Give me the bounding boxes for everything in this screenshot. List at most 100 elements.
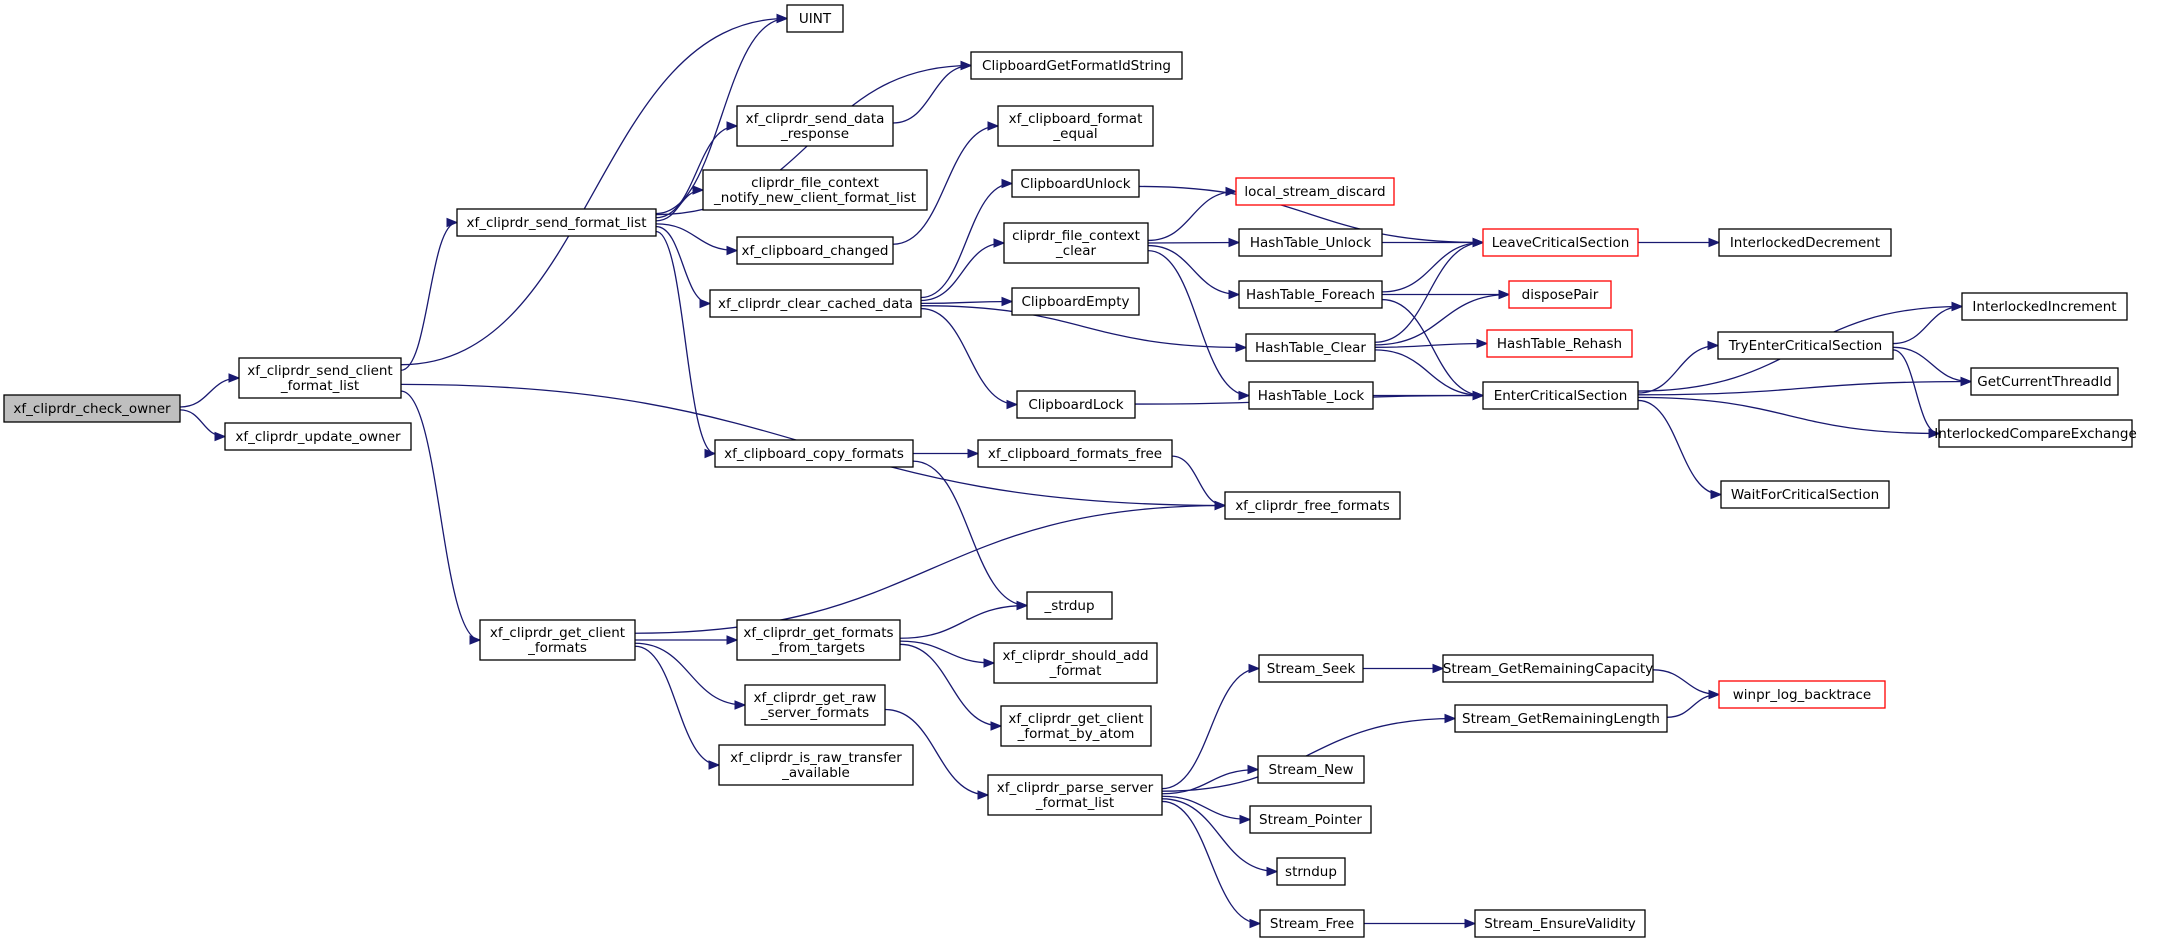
node-stream_new[interactable]: Stream_New (1257, 755, 1365, 784)
node-cb_lock[interactable]: ClipboardLock (1016, 390, 1136, 419)
node-dispose_pair[interactable]: disposePair (1508, 280, 1612, 309)
edge-file_ctx_clear-to-ht_lock (1147, 249, 1251, 401)
node-label: ClipboardGetFormatIdString (982, 58, 1171, 74)
node-cb_formats_free[interactable]: xf_clipboard_formats_free (977, 439, 1173, 468)
arrowhead (1247, 764, 1260, 775)
arrowhead (726, 635, 739, 645)
node-label: _format_list (1035, 795, 1114, 811)
node-get_current_thread_id[interactable]: GetCurrentThreadId (1970, 367, 2119, 396)
node-send_data_response[interactable]: xf_cliprdr_send_data_response (736, 105, 894, 147)
node-label: InterlockedIncrement (1972, 299, 2116, 315)
node-send_client_format_list[interactable]: xf_cliprdr_send_client_format_list (238, 357, 402, 399)
arrowhead (1708, 237, 1721, 248)
node-cb_unlock[interactable]: ClipboardUnlock (1011, 169, 1140, 198)
node-enter_cs[interactable]: EnterCriticalSection (1482, 381, 1639, 410)
node-free_formats[interactable]: xf_cliprdr_free_formats (1224, 491, 1401, 520)
arrowhead (726, 121, 739, 131)
node-stream_seek[interactable]: Stream_Seek (1258, 654, 1364, 683)
nodes: xf_cliprdr_check_owner xf_cliprdr_send_cl… (3, 4, 2137, 938)
edge-cb_copy_formats-to-cb_formats_free (912, 448, 980, 459)
edge-ht_clear-to-ht_rehash (1374, 338, 1489, 349)
node-label: _equal (1052, 126, 1097, 142)
edge-send_client_format_list-to-send_format_list (400, 217, 459, 371)
node-ht_lock[interactable]: HashTable_Lock (1248, 381, 1374, 410)
node-ht_rehash[interactable]: HashTable_Rehash (1486, 329, 1633, 358)
node-parse_server_format_list[interactable]: xf_cliprdr_parse_server_format_list (987, 774, 1163, 816)
node-get_formats_from_targets[interactable]: xf_cliprdr_get_formats_from_targets (736, 619, 901, 661)
node-label: xf_cliprdr_send_data (746, 111, 885, 127)
node-label: xf_cliprdr_should_add (1002, 648, 1148, 664)
node-stream_free[interactable]: Stream_Free (1259, 909, 1365, 938)
node-file_ctx_notify[interactable]: cliprdr_file_context_notify_new_client_f… (702, 169, 928, 211)
edge-get_formats_from_targets-to-should_add_format (899, 640, 996, 668)
node-stream_ensure_validity[interactable]: Stream_EnsureValidity (1474, 909, 1646, 938)
node-label: _format_by_atom (1017, 726, 1135, 742)
node-label: cliprdr_file_context (1012, 228, 1140, 244)
arrowhead (1476, 338, 1489, 349)
node-box (1970, 367, 2119, 396)
node-interlocked_dec[interactable]: InterlockedDecrement (1718, 228, 1892, 257)
node-cb_empty[interactable]: ClipboardEmpty (1011, 287, 1140, 316)
node-update_owner[interactable]: xf_cliprdr_update_owner (224, 422, 412, 451)
node-strdup[interactable]: _strdup (1026, 591, 1113, 620)
edge-check_owner-to-update_owner (179, 409, 227, 442)
node-label: ClipboardLock (1028, 397, 1123, 413)
node-label: xf_cliprdr_get_raw (754, 690, 877, 706)
node-uint[interactable]: UINT (786, 4, 844, 33)
node-ht_unlock[interactable]: HashTable_Unlock (1238, 228, 1383, 257)
edge-parse_server_format_list-to-strndup (1161, 798, 1279, 877)
node-check_owner[interactable]: xf_cliprdr_check_owner (3, 394, 181, 423)
node-label: _response (780, 126, 849, 142)
node-wait_for_cs[interactable]: WaitForCriticalSection (1720, 480, 1890, 509)
node-try_enter_cs[interactable]: TryEnterCriticalSection (1717, 331, 1894, 360)
edge-ht_foreach-to-dispose_pair (1382, 289, 1511, 300)
node-get_client_formats[interactable]: xf_cliprdr_get_client_formats (479, 619, 636, 661)
node-cb_changed[interactable]: xf_clipboard_changed (736, 236, 894, 265)
node-winpr_log_backtrace[interactable]: winpr_log_backtrace (1718, 680, 1886, 709)
node-box (709, 289, 922, 318)
node-local_stream_discard[interactable]: local_stream_discard (1235, 177, 1395, 206)
node-label: _from_targets (771, 640, 865, 656)
node-label: Stream_Free (1270, 916, 1354, 932)
node-label: ClipboardEmpty (1021, 294, 1129, 310)
node-should_add_format[interactable]: xf_cliprdr_should_add_format (993, 642, 1158, 684)
node-stream_get_remaining_capacity[interactable]: Stream_GetRemainingCapacity (1442, 654, 1654, 683)
edge-parse_server_format_list-to-stream_free (1161, 800, 1262, 929)
arrowhead (1225, 186, 1238, 197)
edge-get_formats_from_targets-to-strdup (899, 600, 1029, 639)
arrowhead (1708, 689, 1721, 700)
arrowhead (1472, 390, 1485, 401)
node-interlocked_cmpxchg[interactable]: InterlockedCompareExchange (1934, 419, 2137, 448)
node-label: InterlockedCompareExchange (1934, 426, 2137, 442)
node-box (238, 357, 402, 399)
node-stream_get_remaining_length[interactable]: Stream_GetRemainingLength (1454, 704, 1668, 733)
node-cb_format_equal[interactable]: xf_clipboard_format_equal (997, 105, 1154, 147)
node-box (744, 684, 886, 726)
node-ht_foreach[interactable]: HashTable_Foreach (1238, 280, 1383, 309)
node-cb_get_format_id_string[interactable]: ClipboardGetFormatIdString (970, 51, 1183, 80)
node-interlocked_inc[interactable]: InterlockedIncrement (1961, 292, 2128, 321)
node-file_ctx_clear[interactable]: cliprdr_file_context_clear (1003, 222, 1149, 264)
node-box (977, 439, 1173, 468)
node-get_raw_server_formats[interactable]: xf_cliprdr_get_raw_server_formats (744, 684, 886, 726)
node-cb_copy_formats[interactable]: xf_clipboard_copy_formats (714, 439, 914, 468)
node-label: _available (781, 765, 850, 781)
arrowhead (1472, 237, 1485, 248)
arrowhead (704, 448, 717, 459)
node-leave_cs[interactable]: LeaveCriticalSection (1482, 228, 1639, 257)
node-is_raw_transfer_available[interactable]: xf_cliprdr_is_raw_transfer_available (718, 744, 914, 786)
node-strndup[interactable]: strndup (1276, 857, 1346, 886)
node-get_client_format_by_atom[interactable]: xf_cliprdr_get_client_format_by_atom (1000, 705, 1152, 747)
arrowhead (993, 238, 1006, 248)
node-clear_cached_data[interactable]: xf_cliprdr_clear_cached_data (709, 289, 922, 318)
node-label: xf_cliprdr_send_format_list (466, 215, 646, 231)
node-send_format_list[interactable]: xf_cliprdr_send_format_list (456, 208, 657, 237)
node-label: _clear (1055, 243, 1097, 259)
node-box (1000, 705, 1152, 747)
node-stream_pointer[interactable]: Stream_Pointer (1249, 805, 1372, 834)
node-label: disposePair (1522, 287, 1599, 303)
arrowhead (987, 121, 1000, 131)
node-box (736, 105, 894, 147)
edge-clear_cached_data-to-cb_empty (920, 296, 1014, 307)
node-ht_clear[interactable]: HashTable_Clear (1245, 333, 1376, 362)
